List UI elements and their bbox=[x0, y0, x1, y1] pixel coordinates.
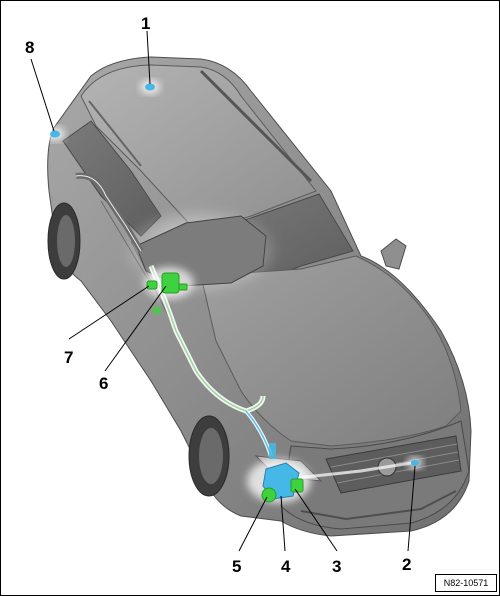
module-small bbox=[153, 307, 161, 314]
leader-line-1 bbox=[146, 30, 151, 85]
leader-line-5 bbox=[238, 496, 268, 552]
leader-line-3 bbox=[294, 488, 338, 552]
callout-8: 8 bbox=[25, 38, 35, 57]
lower-bumper bbox=[300, 490, 457, 521]
wiring-harness-right bbox=[285, 461, 412, 481]
callout-2: 2 bbox=[402, 555, 412, 574]
roof-rail bbox=[199, 69, 313, 183]
leader-lines bbox=[30, 30, 416, 552]
leader-line-2 bbox=[407, 465, 416, 552]
connector-7 bbox=[146, 280, 158, 290]
connector-7b bbox=[178, 283, 188, 291]
callout-4: 4 bbox=[281, 557, 291, 576]
front-wheel-rim bbox=[199, 428, 223, 484]
front-connector bbox=[269, 443, 276, 459]
side-mirror bbox=[380, 238, 407, 270]
callout-3: 3 bbox=[332, 557, 342, 576]
reference-code: N82-10571 bbox=[435, 574, 497, 592]
rear-wheel-rim bbox=[57, 215, 75, 267]
roof-sensor-1 bbox=[145, 83, 155, 91]
wiring-harness-core bbox=[150, 265, 264, 412]
callout-7: 7 bbox=[64, 348, 74, 367]
car-roof bbox=[80, 64, 317, 232]
roof-rail bbox=[88, 100, 142, 167]
leader-line-4 bbox=[280, 495, 286, 552]
callout-6: 6 bbox=[99, 374, 109, 393]
callout-5: 5 bbox=[232, 557, 242, 576]
front-sensor-2 bbox=[411, 460, 419, 466]
front-unit-5 bbox=[261, 487, 277, 503]
rear-sensor-8 bbox=[50, 130, 60, 138]
leader-line-7 bbox=[68, 285, 150, 340]
front-unit-3 bbox=[290, 478, 304, 493]
callout-1: 1 bbox=[141, 14, 151, 33]
leader-line-6 bbox=[104, 285, 167, 372]
leader-line-8 bbox=[30, 58, 55, 132]
steering-column-outline bbox=[75, 175, 142, 252]
hood bbox=[200, 255, 462, 447]
control-module-6 bbox=[161, 272, 180, 294]
